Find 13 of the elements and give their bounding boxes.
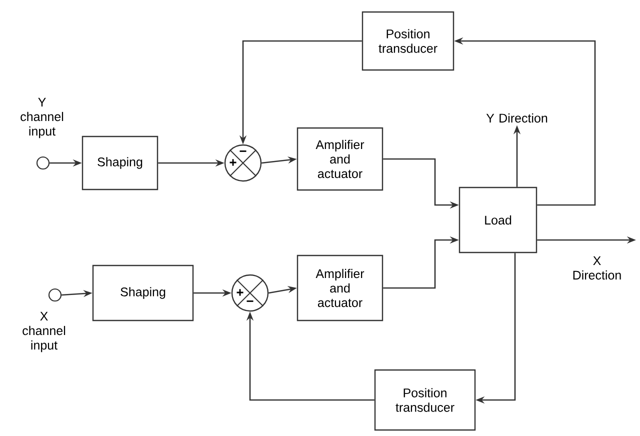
direction-label: X Direction bbox=[573, 256, 621, 280]
block-box: Position transducer bbox=[362, 11, 454, 71]
block-box: Shaping bbox=[92, 264, 194, 322]
block-box: Amplifier and actuator bbox=[296, 127, 384, 191]
block-box: Amplifier and actuator bbox=[296, 254, 384, 322]
direction-label: Y Direction bbox=[486, 113, 548, 123]
input-label: X channel input bbox=[22, 312, 66, 352]
block-box: Position transducer bbox=[374, 369, 476, 431]
input-label: Y channel input bbox=[20, 98, 64, 138]
block-box: Load bbox=[458, 186, 538, 254]
summing-junction: + − bbox=[231, 274, 269, 312]
summing-junction: + − bbox=[224, 144, 262, 182]
block-box: Shaping bbox=[82, 136, 158, 190]
